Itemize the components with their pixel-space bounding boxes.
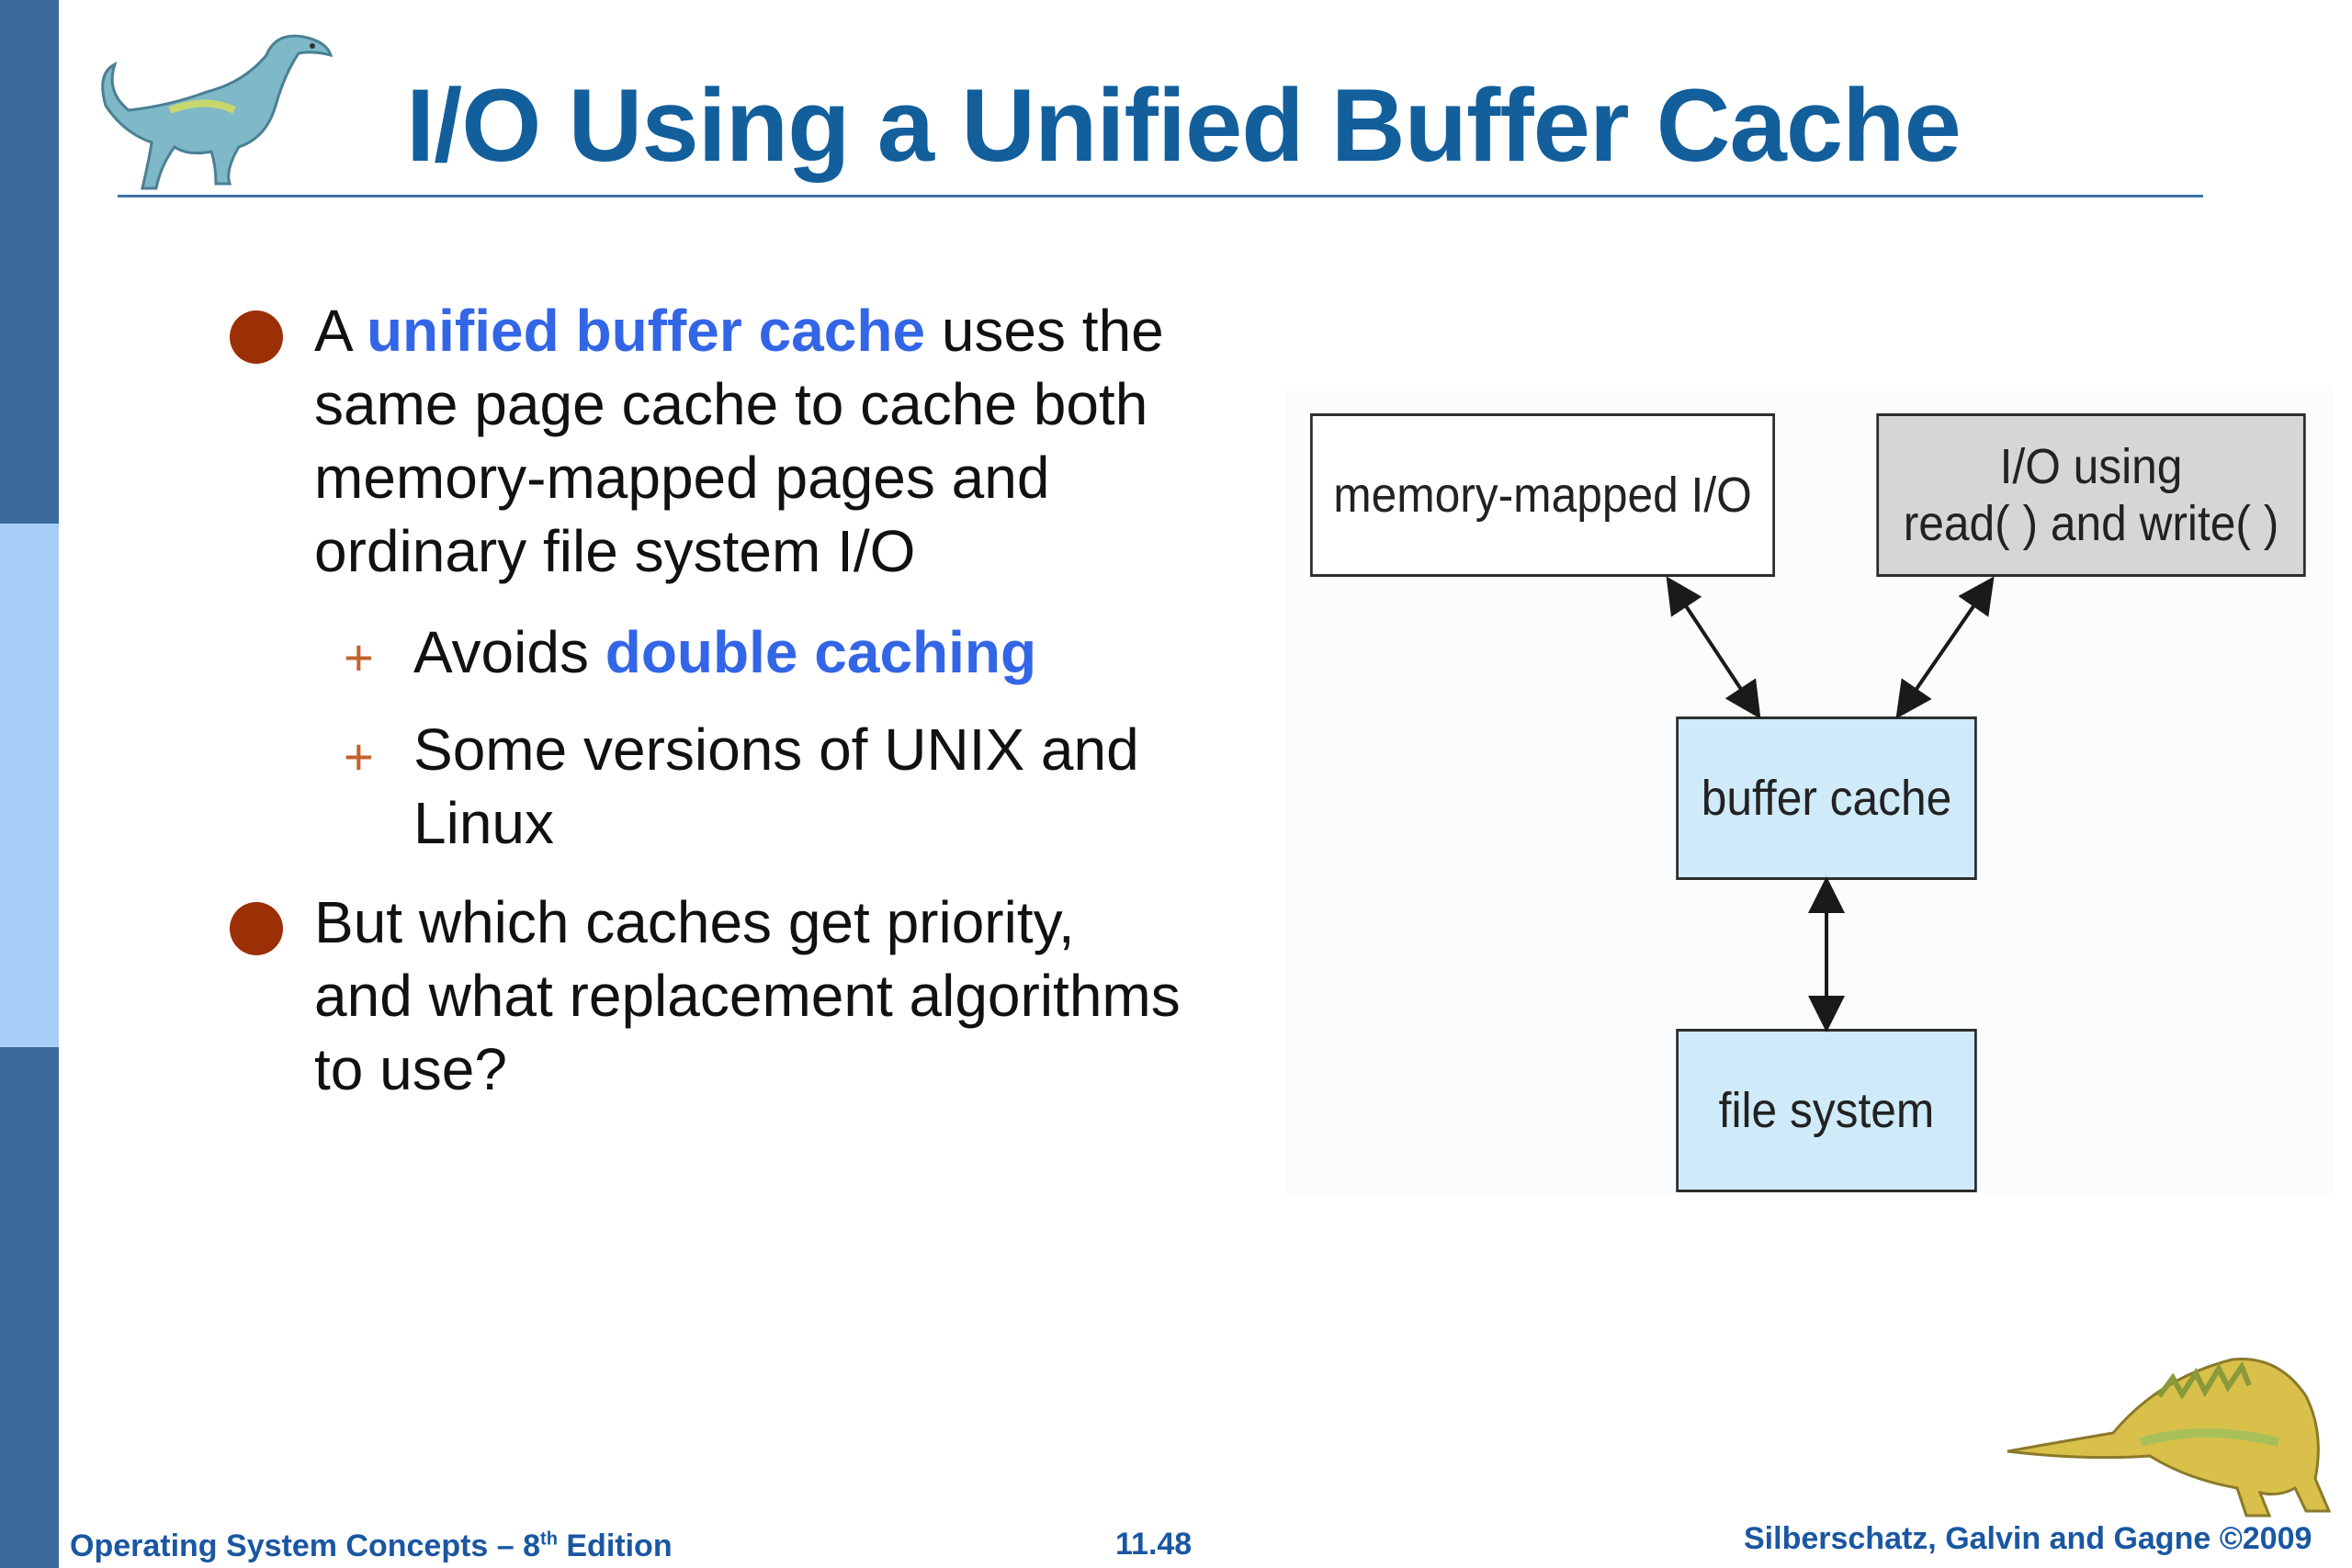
bullet-dot-1 — [230, 310, 283, 364]
double-caching-term: double caching — [605, 619, 1037, 685]
memory-mapped-io-box: memory-mapped I/O — [1310, 413, 1775, 577]
sub-bullet-2-line-2: Linux — [413, 790, 554, 856]
sub-bullet-marker-2: + — [344, 728, 374, 785]
footer-page-number: 11.48 — [1115, 1527, 1193, 1562]
bullet-1: A unified buffer cache uses the same pag… — [314, 294, 1164, 588]
file-system-box: file system — [1676, 1029, 1977, 1192]
bullet-2-line-3: to use? — [314, 1036, 507, 1102]
dinosaur-logo-bottom — [2007, 1358, 2332, 1517]
sub-bullet-2-line-1: Some versions of UNIX and — [413, 716, 1139, 783]
buffer-cache-box: buffer cache — [1676, 716, 1977, 880]
dinosaur-logo-top — [101, 34, 334, 190]
footer-book-title: Operating System Concepts – 8th Edition — [70, 1529, 673, 1563]
unified-buffer-cache-term: unified buffer cache — [366, 298, 926, 364]
title-underline — [118, 195, 2203, 197]
io-read-write-box: I/O using read( ) and write( ) — [1876, 413, 2306, 577]
bullet-1-line-4: ordinary file system I/O — [314, 518, 916, 584]
arrow-io-buffer — [1895, 576, 1995, 719]
bullet-1-line-2: same page cache to cache both — [314, 371, 1148, 437]
bullet-1-line-1: A unified buffer cache uses the — [314, 298, 1164, 364]
bullet-2-line-2: and what replacement algorithms — [314, 963, 1181, 1029]
bullet-2-line-1: But which caches get priority, — [314, 889, 1075, 955]
footer-authors: Silberschatz, Galvin and Gagne ©2009 — [1744, 1521, 2312, 1556]
arrow-mmio-buffer — [1666, 576, 1761, 719]
sub-bullet-marker-1: + — [344, 628, 374, 686]
bullet-1-line-3: memory-mapped pages and — [314, 445, 1050, 511]
bullet-dot-2 — [230, 902, 283, 955]
bullet-2: But which caches get priority, and what … — [314, 886, 1181, 1106]
sub-bullet-1: Avoids double caching — [413, 619, 1037, 685]
left-sidebar-accent — [0, 524, 59, 1047]
slide-title: I/O Using a Unified Buffer Cache — [406, 68, 1962, 183]
sub-bullet-2: Some versions of UNIX and Linux — [413, 713, 1139, 860]
